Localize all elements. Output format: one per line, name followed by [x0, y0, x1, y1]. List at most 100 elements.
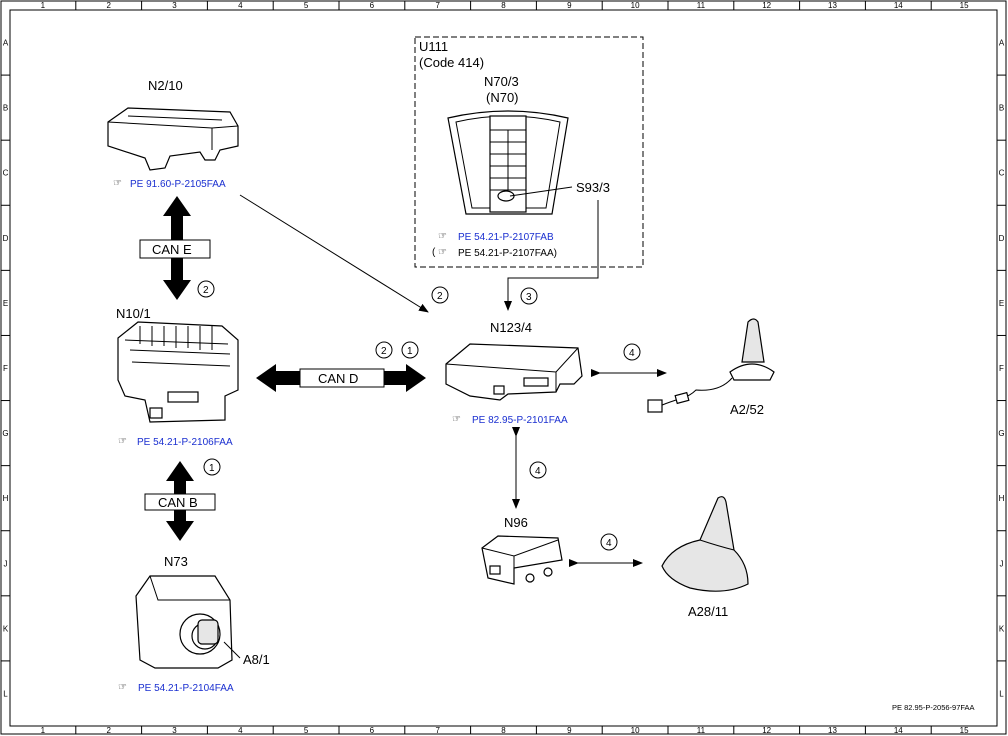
column-label: 15 — [960, 726, 969, 735]
svg-text:PE 54.21-P-2107FAA): PE 54.21-P-2107FAA) — [458, 248, 557, 259]
svg-text:2: 2 — [437, 291, 443, 302]
callout-vertical: 4 — [529, 461, 547, 479]
row-label: A — [999, 39, 1005, 48]
column-label: 2 — [106, 1, 111, 10]
column-label: 6 — [370, 1, 375, 10]
svg-text:2: 2 — [381, 346, 387, 357]
s93-3-leader — [509, 186, 573, 197]
column-label: 5 — [304, 726, 309, 735]
a2-52-antenna-image — [647, 318, 775, 413]
column-label: 3 — [172, 1, 177, 10]
callout-ant-bottom: 4 — [600, 533, 618, 551]
column-label: 13 — [828, 1, 837, 10]
drawing-code: PE 82.95-P-2056-97FAA — [892, 703, 975, 712]
column-label: 14 — [894, 726, 903, 735]
row-label: J — [1000, 559, 1004, 568]
svg-text:1: 1 — [407, 346, 413, 357]
row-label: H — [3, 494, 9, 503]
row-label: D — [3, 234, 9, 243]
n10-1-ref[interactable]: ☞ PE 54.21-P-2106FAA — [118, 436, 233, 448]
column-label: 8 — [501, 1, 506, 10]
n73-ignition-switch-image — [135, 575, 241, 669]
n123-4-ref[interactable]: ☞ PE 82.95-P-2101FAA — [452, 414, 568, 426]
row-label: C — [999, 169, 1005, 178]
n70-3-ref[interactable]: ☞ PE 54.21-P-2107FAB — [438, 231, 554, 243]
column-label: 12 — [762, 1, 771, 10]
column-label: 1 — [41, 1, 46, 10]
column-label: 9 — [567, 726, 572, 735]
row-label: G — [998, 429, 1004, 438]
document-ref-icon: ☞ — [118, 436, 127, 447]
column-label: 10 — [631, 726, 640, 735]
column-label: 7 — [435, 726, 440, 735]
column-label: 5 — [304, 1, 309, 10]
callout-can-e: 2 — [197, 280, 215, 298]
can-b-label: CAN B — [158, 495, 198, 510]
column-label: 7 — [435, 1, 440, 10]
a28-11-shark-fin-antenna-image — [661, 496, 749, 592]
n2-10-label: N2/10 — [148, 78, 183, 93]
column-label: 4 — [238, 726, 243, 735]
n73-ref[interactable]: ☞ PE 54.21-P-2104FAA — [118, 682, 234, 694]
can-b-box — [144, 493, 216, 511]
column-label: 4 — [238, 1, 243, 10]
column-label: 12 — [762, 726, 771, 735]
row-label: F — [999, 364, 1004, 373]
n73-label: N73 — [164, 554, 188, 569]
svg-text:PE 54.21-P-2107FAB: PE 54.21-P-2107FAB — [458, 232, 554, 243]
callout-ant-top: 4 — [623, 343, 641, 361]
column-label: 8 — [501, 726, 506, 735]
column-label: 9 — [567, 1, 572, 10]
document-ref-icon: ☞ — [438, 231, 447, 242]
can-d-label: CAN D — [318, 371, 358, 386]
document-ref-icon: ☞ — [118, 682, 127, 693]
row-label: E — [999, 299, 1004, 308]
svg-text:2: 2 — [203, 285, 209, 296]
column-label: 14 — [894, 1, 903, 10]
document-ref-icon: ☞ — [113, 178, 122, 189]
can-e-arrow — [163, 196, 191, 300]
column-label: 6 — [370, 726, 375, 735]
svg-text:PE 82.95-P-2101FAA: PE 82.95-P-2101FAA — [472, 415, 568, 426]
can-e-label: CAN E — [152, 242, 192, 257]
row-label: C — [3, 169, 9, 178]
n10-1-module-image — [117, 321, 239, 423]
svg-text:(: ( — [432, 247, 436, 258]
n10-1-label: N10/1 — [116, 306, 151, 321]
group-subtitle: (Code 414) — [419, 55, 484, 70]
document-ref-icon: ☞ — [438, 247, 447, 258]
callout-can-b: 1 — [203, 458, 221, 476]
svg-text:4: 4 — [535, 466, 541, 477]
can-d-box — [299, 368, 385, 388]
row-label: G — [2, 429, 8, 438]
svg-text:4: 4 — [629, 348, 635, 359]
row-label: E — [3, 299, 8, 308]
can-b-arrow — [166, 461, 194, 541]
s93-to-n123-line — [504, 200, 599, 311]
row-label: B — [999, 104, 1004, 113]
a2-52-label: A2/52 — [730, 402, 764, 417]
svg-text:PE 54.21-P-2104FAA: PE 54.21-P-2104FAA — [138, 683, 234, 694]
n2-10-to-n123-line — [239, 194, 429, 313]
n96-module-image — [481, 535, 563, 585]
row-label: K — [999, 624, 1005, 633]
column-label: 11 — [697, 726, 706, 735]
row-label: F — [3, 364, 8, 373]
row-label: H — [999, 494, 1005, 503]
callout-can-d-2: 2 — [375, 341, 393, 359]
svg-text:1: 1 — [209, 463, 215, 474]
n96-label: N96 — [504, 515, 528, 530]
n2-10-ref[interactable]: ☞ PE 91.60-P-2105FAA — [113, 178, 226, 190]
svg-text:PE 91.60-P-2105FAA: PE 91.60-P-2105FAA — [130, 179, 226, 190]
n123-4-module-image — [445, 343, 583, 401]
document-ref-icon: ☞ — [452, 414, 461, 425]
u111-group-box — [414, 36, 644, 268]
callout-s93: 3 — [520, 287, 538, 305]
n70-3-ref-2[interactable]: ( ☞ PE 54.21-P-2107FAA) — [432, 247, 557, 259]
svg-text:4: 4 — [606, 538, 612, 549]
n70-3-overhead-panel-image — [447, 110, 569, 215]
